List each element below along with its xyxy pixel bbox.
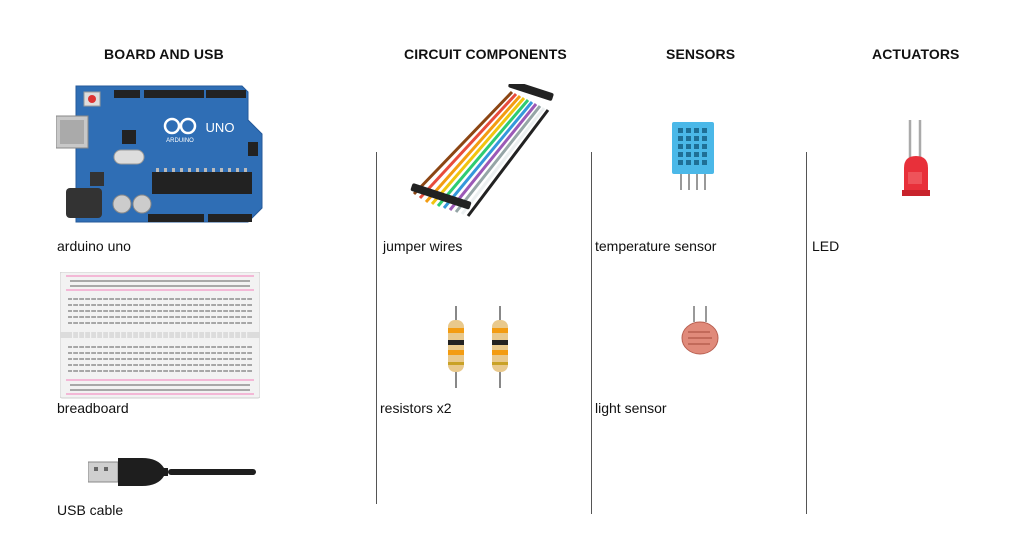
arduino-uno-icon: ARDUINO UNO xyxy=(56,85,263,223)
usb-cable-icon xyxy=(88,458,256,486)
light-sensor-icon xyxy=(681,306,719,355)
column-divider xyxy=(376,152,377,504)
led-icon xyxy=(902,120,930,196)
jumper-wires-icon xyxy=(410,84,554,217)
label-usb-cable: USB cable xyxy=(57,502,124,518)
label-light-sensor: light sensor xyxy=(595,400,667,416)
resistors-icon xyxy=(448,306,508,388)
label-breadboard: breadboard xyxy=(57,400,129,416)
column-divider xyxy=(806,152,807,514)
label-temperature-sensor: temperature sensor xyxy=(595,238,717,254)
board-brand-text: ARDUINO xyxy=(166,138,194,144)
temperature-sensor-icon xyxy=(672,122,714,190)
label-arduino-uno: arduino uno xyxy=(57,238,131,254)
heading-actuators: ACTUATORS xyxy=(872,46,960,62)
column-divider xyxy=(591,152,592,514)
breadboard-icon xyxy=(60,272,260,399)
heading-circuit-components: CIRCUIT COMPONENTS xyxy=(404,46,567,62)
heading-board-and-usb: BOARD AND USB xyxy=(104,46,224,62)
heading-sensors: SENSORS xyxy=(666,46,736,62)
label-led: LED xyxy=(812,238,840,254)
board-model-text: UNO xyxy=(206,120,235,135)
label-jumper-wires: jumper wires xyxy=(383,238,463,254)
label-resistors: resistors x2 xyxy=(380,400,452,416)
